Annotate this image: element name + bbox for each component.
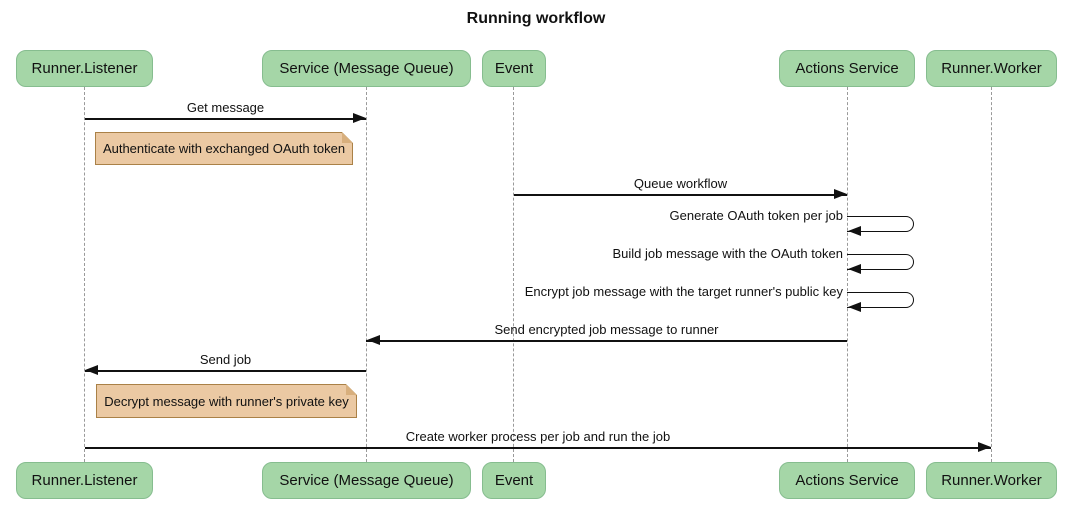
message-line <box>85 447 991 449</box>
note-fold-icon <box>342 132 353 143</box>
arrowhead-left-icon <box>367 335 380 345</box>
arrowhead-right-icon <box>978 442 991 452</box>
participant-top-event: Event <box>482 50 546 87</box>
arrowhead-left-icon <box>848 264 861 274</box>
note-text: Authenticate with exchanged OAuth token <box>96 133 352 164</box>
message-label-get-message: Get message <box>186 100 265 115</box>
participant-bottom-actions-service: Actions Service <box>779 462 915 499</box>
lifeline-service-message-queue <box>366 87 367 462</box>
note-decrypt: Decrypt message with runner's private ke… <box>96 384 357 418</box>
lifeline-runner-worker <box>991 87 992 462</box>
note-fold-icon <box>346 384 357 395</box>
self-loop-line <box>847 216 914 232</box>
self-loop-line <box>847 292 914 308</box>
participant-bottom-runner-worker: Runner.Worker <box>926 462 1057 499</box>
message-label-send-encrypted-job: Send encrypted job message to runner <box>494 322 719 337</box>
message-label-send-job: Send job <box>199 352 252 367</box>
participant-top-actions-service: Actions Service <box>779 50 915 87</box>
arrowhead-right-icon <box>834 189 847 199</box>
self-loop-line <box>847 254 914 270</box>
lifeline-actions-service <box>847 87 848 462</box>
participant-top-runner-listener: Runner.Listener <box>16 50 153 87</box>
message-label-queue-workflow: Queue workflow <box>633 176 728 191</box>
arrowhead-right-icon <box>353 113 366 123</box>
participant-top-runner-worker: Runner.Worker <box>926 50 1057 87</box>
note-text: Decrypt message with runner's private ke… <box>97 385 356 417</box>
message-label-generate-oauth-token: Generate OAuth token per job <box>669 208 843 223</box>
message-label-encrypt-job-message: Encrypt job message with the target runn… <box>524 284 843 299</box>
message-label-create-worker-process: Create worker process per job and run th… <box>405 429 671 444</box>
arrowhead-left-icon <box>848 226 861 236</box>
message-line <box>85 370 366 372</box>
participant-bottom-runner-listener: Runner.Listener <box>16 462 153 499</box>
diagram-title: Running workflow <box>466 10 606 27</box>
lifeline-runner-listener <box>84 87 85 462</box>
participant-bottom-service-message-queue: Service (Message Queue) <box>262 462 471 499</box>
arrowhead-left-icon <box>848 302 861 312</box>
message-label-build-job-message: Build job message with the OAuth token <box>612 246 843 261</box>
participant-bottom-event: Event <box>482 462 546 499</box>
participant-top-service-message-queue: Service (Message Queue) <box>262 50 471 87</box>
note-authenticate: Authenticate with exchanged OAuth token <box>95 132 353 165</box>
arrowhead-left-icon <box>85 365 98 375</box>
message-line <box>366 340 847 342</box>
message-line <box>514 194 847 196</box>
lifeline-event <box>513 87 514 462</box>
message-line <box>85 118 366 120</box>
